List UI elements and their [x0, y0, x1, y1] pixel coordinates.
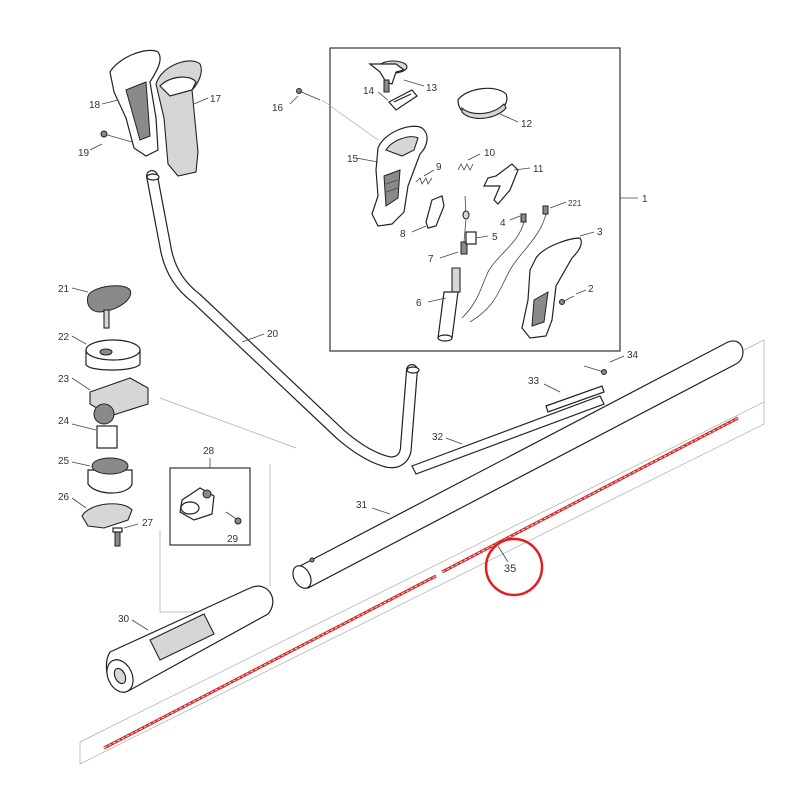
part-31-shaft-tube[interactable]	[289, 340, 744, 591]
callout-15[interactable]: 15	[347, 154, 359, 165]
callout-29[interactable]: 29	[227, 534, 239, 545]
callout-5[interactable]: 5	[492, 232, 498, 243]
part-2-screw[interactable]	[559, 295, 575, 305]
callout-31[interactable]: 31	[356, 500, 368, 511]
part-17-grip[interactable]	[155, 60, 202, 177]
part-27-bolt[interactable]	[112, 527, 123, 547]
part-19-bolt[interactable]	[100, 130, 133, 143]
part-22-spacer[interactable]	[85, 339, 141, 371]
part-13-knob[interactable]	[368, 60, 408, 93]
part-7-throttle-cable[interactable]	[460, 195, 470, 255]
part-28-clamp-body[interactable]	[179, 487, 215, 521]
callout-23[interactable]: 23	[58, 374, 70, 385]
part-3-grip-half[interactable]	[521, 237, 582, 339]
callout-16[interactable]: 16	[272, 103, 284, 114]
part-11-trigger[interactable]	[483, 163, 519, 205]
part-33-strip[interactable]	[545, 385, 605, 413]
callout-1[interactable]: 1	[642, 194, 648, 205]
callout-9[interactable]: 9	[436, 162, 442, 173]
part-6-pipe[interactable]	[437, 267, 461, 342]
callout-24[interactable]: 24	[58, 416, 70, 427]
callout-30[interactable]: 30	[118, 614, 130, 625]
callout-35[interactable]: 35	[504, 563, 516, 575]
part-16-bolt[interactable]	[296, 88, 321, 101]
part-20-handle-bar[interactable]	[146, 170, 420, 469]
part-25-clamp-base[interactable]	[87, 457, 133, 494]
highlight-circle-35	[484, 537, 544, 597]
callout-3[interactable]: 3	[597, 227, 603, 238]
callout-28[interactable]: 28	[203, 446, 215, 457]
callout-13[interactable]: 13	[426, 83, 438, 94]
part-18-handle-bracket[interactable]	[109, 49, 161, 157]
callout-14[interactable]: 14	[363, 86, 375, 97]
callout-18[interactable]: 18	[89, 100, 101, 111]
callout-11[interactable]: 11	[533, 164, 544, 175]
callout-32[interactable]: 32	[432, 432, 444, 443]
callout-8[interactable]: 8	[400, 229, 406, 240]
part-35-drive-shaft[interactable]	[103, 416, 739, 750]
part-14-clip[interactable]	[388, 89, 418, 111]
callout-10[interactable]: 10	[484, 148, 496, 159]
callout-21[interactable]: 21	[58, 284, 70, 295]
callout-25[interactable]: 25	[58, 456, 70, 467]
callout-7[interactable]: 7	[428, 254, 434, 265]
part-29-screw[interactable]	[225, 511, 242, 525]
part-24-spring[interactable]	[96, 425, 118, 449]
part-21-knob[interactable]	[87, 285, 132, 329]
callout-22[interactable]: 22	[58, 332, 70, 343]
callout-27[interactable]: 27	[142, 518, 154, 529]
part-15-handle-housing[interactable]	[371, 125, 428, 227]
part-9-spring[interactable]	[415, 177, 433, 185]
callout-20[interactable]: 20	[267, 329, 279, 340]
part-10-spring[interactable]	[457, 163, 474, 171]
part-34-bolt[interactable]	[583, 365, 607, 375]
part-32-strip[interactable]	[411, 395, 605, 475]
part-8-lever[interactable]	[425, 195, 445, 229]
part-221-wire[interactable]	[469, 205, 549, 323]
callout-12[interactable]: 12	[521, 119, 533, 130]
callout-4[interactable]: 4	[500, 218, 506, 229]
callout-19[interactable]: 19	[78, 148, 90, 159]
part-4-wire[interactable]	[461, 213, 527, 319]
part-30-grip-tube[interactable]	[102, 585, 274, 696]
subassembly-frame	[329, 47, 621, 352]
callout-221[interactable]: 221	[568, 199, 582, 208]
callout-33[interactable]: 33	[528, 376, 540, 387]
part-26-clamp[interactable]	[81, 503, 133, 529]
part-12-cover[interactable]	[457, 87, 508, 119]
part-5-switch[interactable]	[465, 231, 477, 245]
callout-2[interactable]: 2	[588, 284, 594, 295]
callout-26[interactable]: 26	[58, 492, 70, 503]
part-23-clamp-gear[interactable]	[89, 377, 149, 425]
callout-34[interactable]: 34	[627, 350, 639, 361]
shaft-frame	[79, 339, 765, 765]
callout-6[interactable]: 6	[416, 298, 422, 309]
callout-17[interactable]: 17	[210, 94, 222, 105]
